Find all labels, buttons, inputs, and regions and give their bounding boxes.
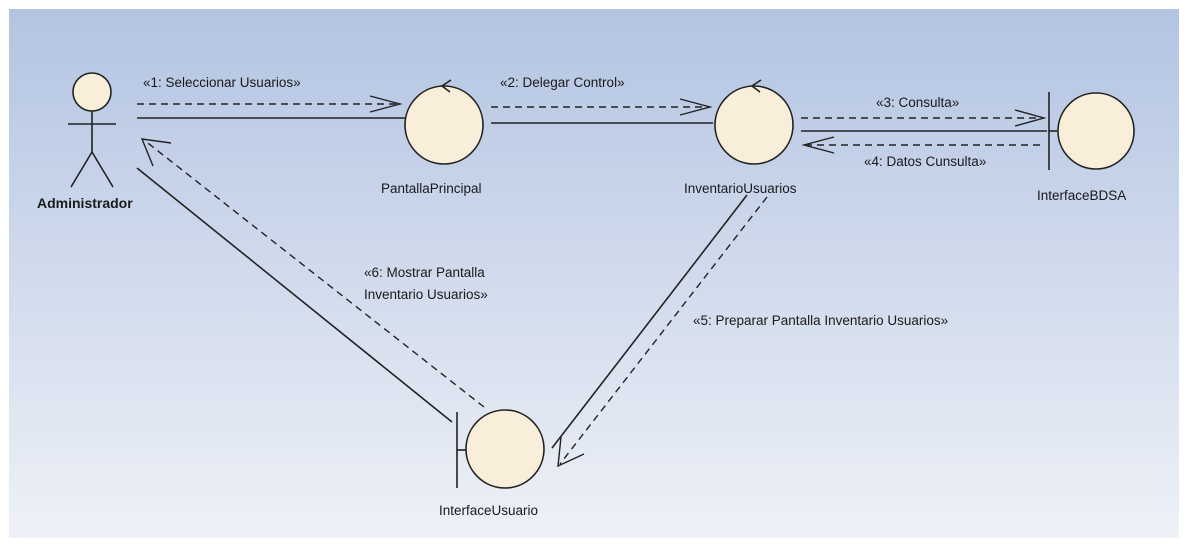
message-arrowhead-icon (369, 95, 403, 113)
message-arrowhead-icon (1014, 109, 1047, 127)
boundary-circle (1057, 92, 1135, 170)
control-inventario-usuarios[interactable]: InventarioUsuarios (684, 79, 797, 196)
node-label: PantallaPrincipal (381, 181, 482, 196)
message-label: «5: Preparar Pantalla Inventario Usuario… (693, 313, 948, 328)
message-4[interactable]: «4: Datos Cunsulta» (801, 136, 1040, 169)
message-1[interactable]: «1: Seleccionar Usuarios» (137, 75, 403, 113)
message-label: «6: Mostrar Pantalla (364, 265, 485, 280)
actor-right-leg (91, 151, 114, 188)
message-6[interactable]: «6: Mostrar Pantalla Inventario Usuarios… (140, 138, 488, 408)
link-admin-interfaceusuario[interactable] (136, 167, 453, 423)
actor-name: Administrador (37, 195, 133, 211)
node-label: InterfaceUsuario (439, 503, 538, 518)
message-3[interactable]: «3: Consulta» (801, 95, 1047, 127)
message-arrow-line (143, 139, 485, 408)
message-label: «1: Seleccionar Usuarios» (143, 75, 301, 90)
message-label: «3: Consulta» (876, 95, 959, 110)
message-label: Inventario Usuarios» (364, 287, 488, 302)
message-arrow-line (559, 196, 768, 465)
boundary-interface-usuario[interactable]: InterfaceUsuario (439, 409, 545, 518)
control-arrow-icon (440, 79, 452, 93)
message-arrowhead-icon (801, 136, 835, 154)
control-arrow-icon (750, 79, 762, 93)
diagram-background (9, 9, 1179, 538)
message-label: «4: Datos Cunsulta» (864, 154, 986, 169)
message-arrowhead-icon (679, 98, 713, 116)
link-inventario-interfaceusuario[interactable] (551, 194, 748, 449)
actor-administrador[interactable]: Administrador (37, 72, 133, 211)
message-arrowhead-icon (557, 436, 585, 468)
actor-head (72, 72, 112, 112)
node-label: InventarioUsuarios (684, 181, 797, 196)
message-arrowhead-icon (140, 138, 172, 167)
control-circle (714, 85, 794, 165)
boundary-interface-bdsa[interactable]: InterfaceBDSA (1037, 92, 1135, 203)
control-pantalla-principal[interactable]: PantallaPrincipal (381, 79, 484, 196)
actor-left-leg (70, 151, 93, 188)
message-label: «2: Delegar Control» (500, 75, 625, 90)
control-circle (404, 85, 484, 165)
message-5[interactable]: «5: Preparar Pantalla Inventario Usuario… (557, 196, 948, 468)
boundary-circle (465, 409, 545, 489)
message-2[interactable]: «2: Delegar Control» (491, 75, 713, 116)
node-label: InterfaceBDSA (1037, 188, 1126, 203)
